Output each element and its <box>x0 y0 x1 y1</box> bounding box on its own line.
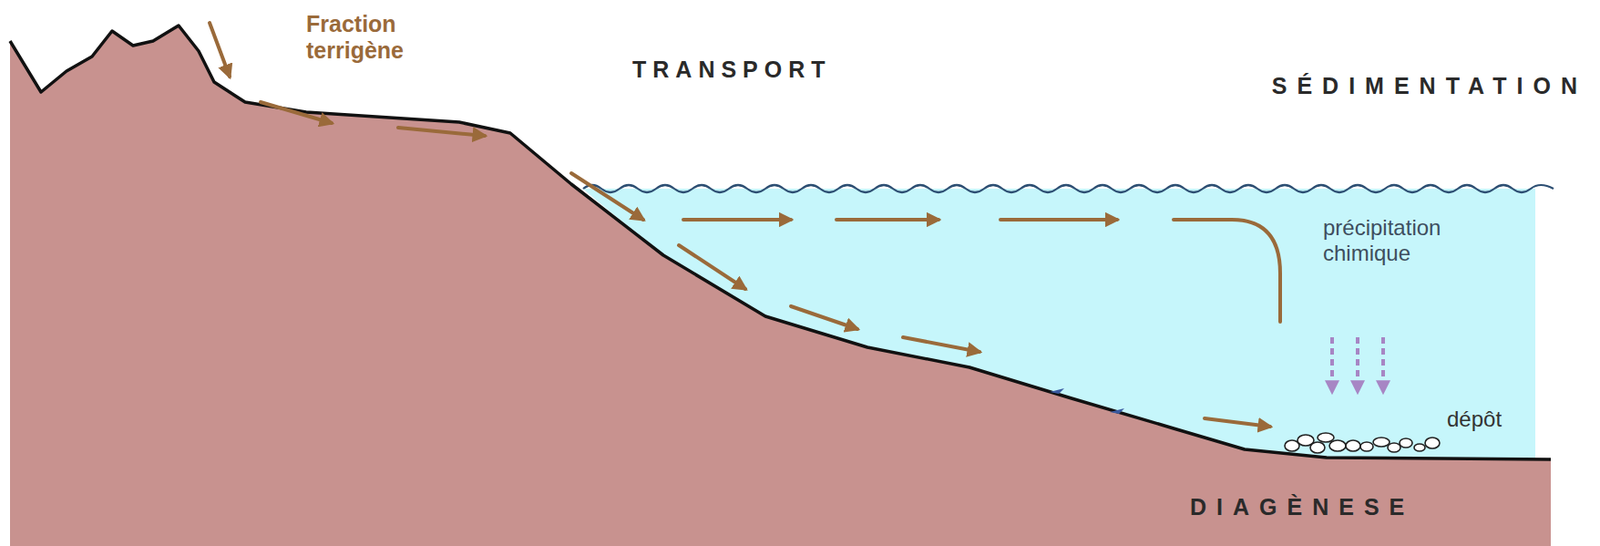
source-label: Fraction terrigène <box>306 10 452 64</box>
deposit-pebbles <box>1284 432 1440 453</box>
transport-arrows <box>209 22 1281 427</box>
land-mass <box>10 25 1551 546</box>
slope-mark <box>1049 388 1125 414</box>
process-label: précipitation chimique <box>1323 215 1497 266</box>
stage-title: SÉDIMENTATION <box>1271 72 1588 100</box>
stage-title: TRANSPORT <box>632 56 832 83</box>
water-surface <box>583 184 1554 193</box>
stage-title: DIAGÈNESE <box>1189 493 1415 521</box>
precipitation-arrows <box>1332 337 1384 392</box>
deposit-label: dépôt <box>1446 406 1502 432</box>
